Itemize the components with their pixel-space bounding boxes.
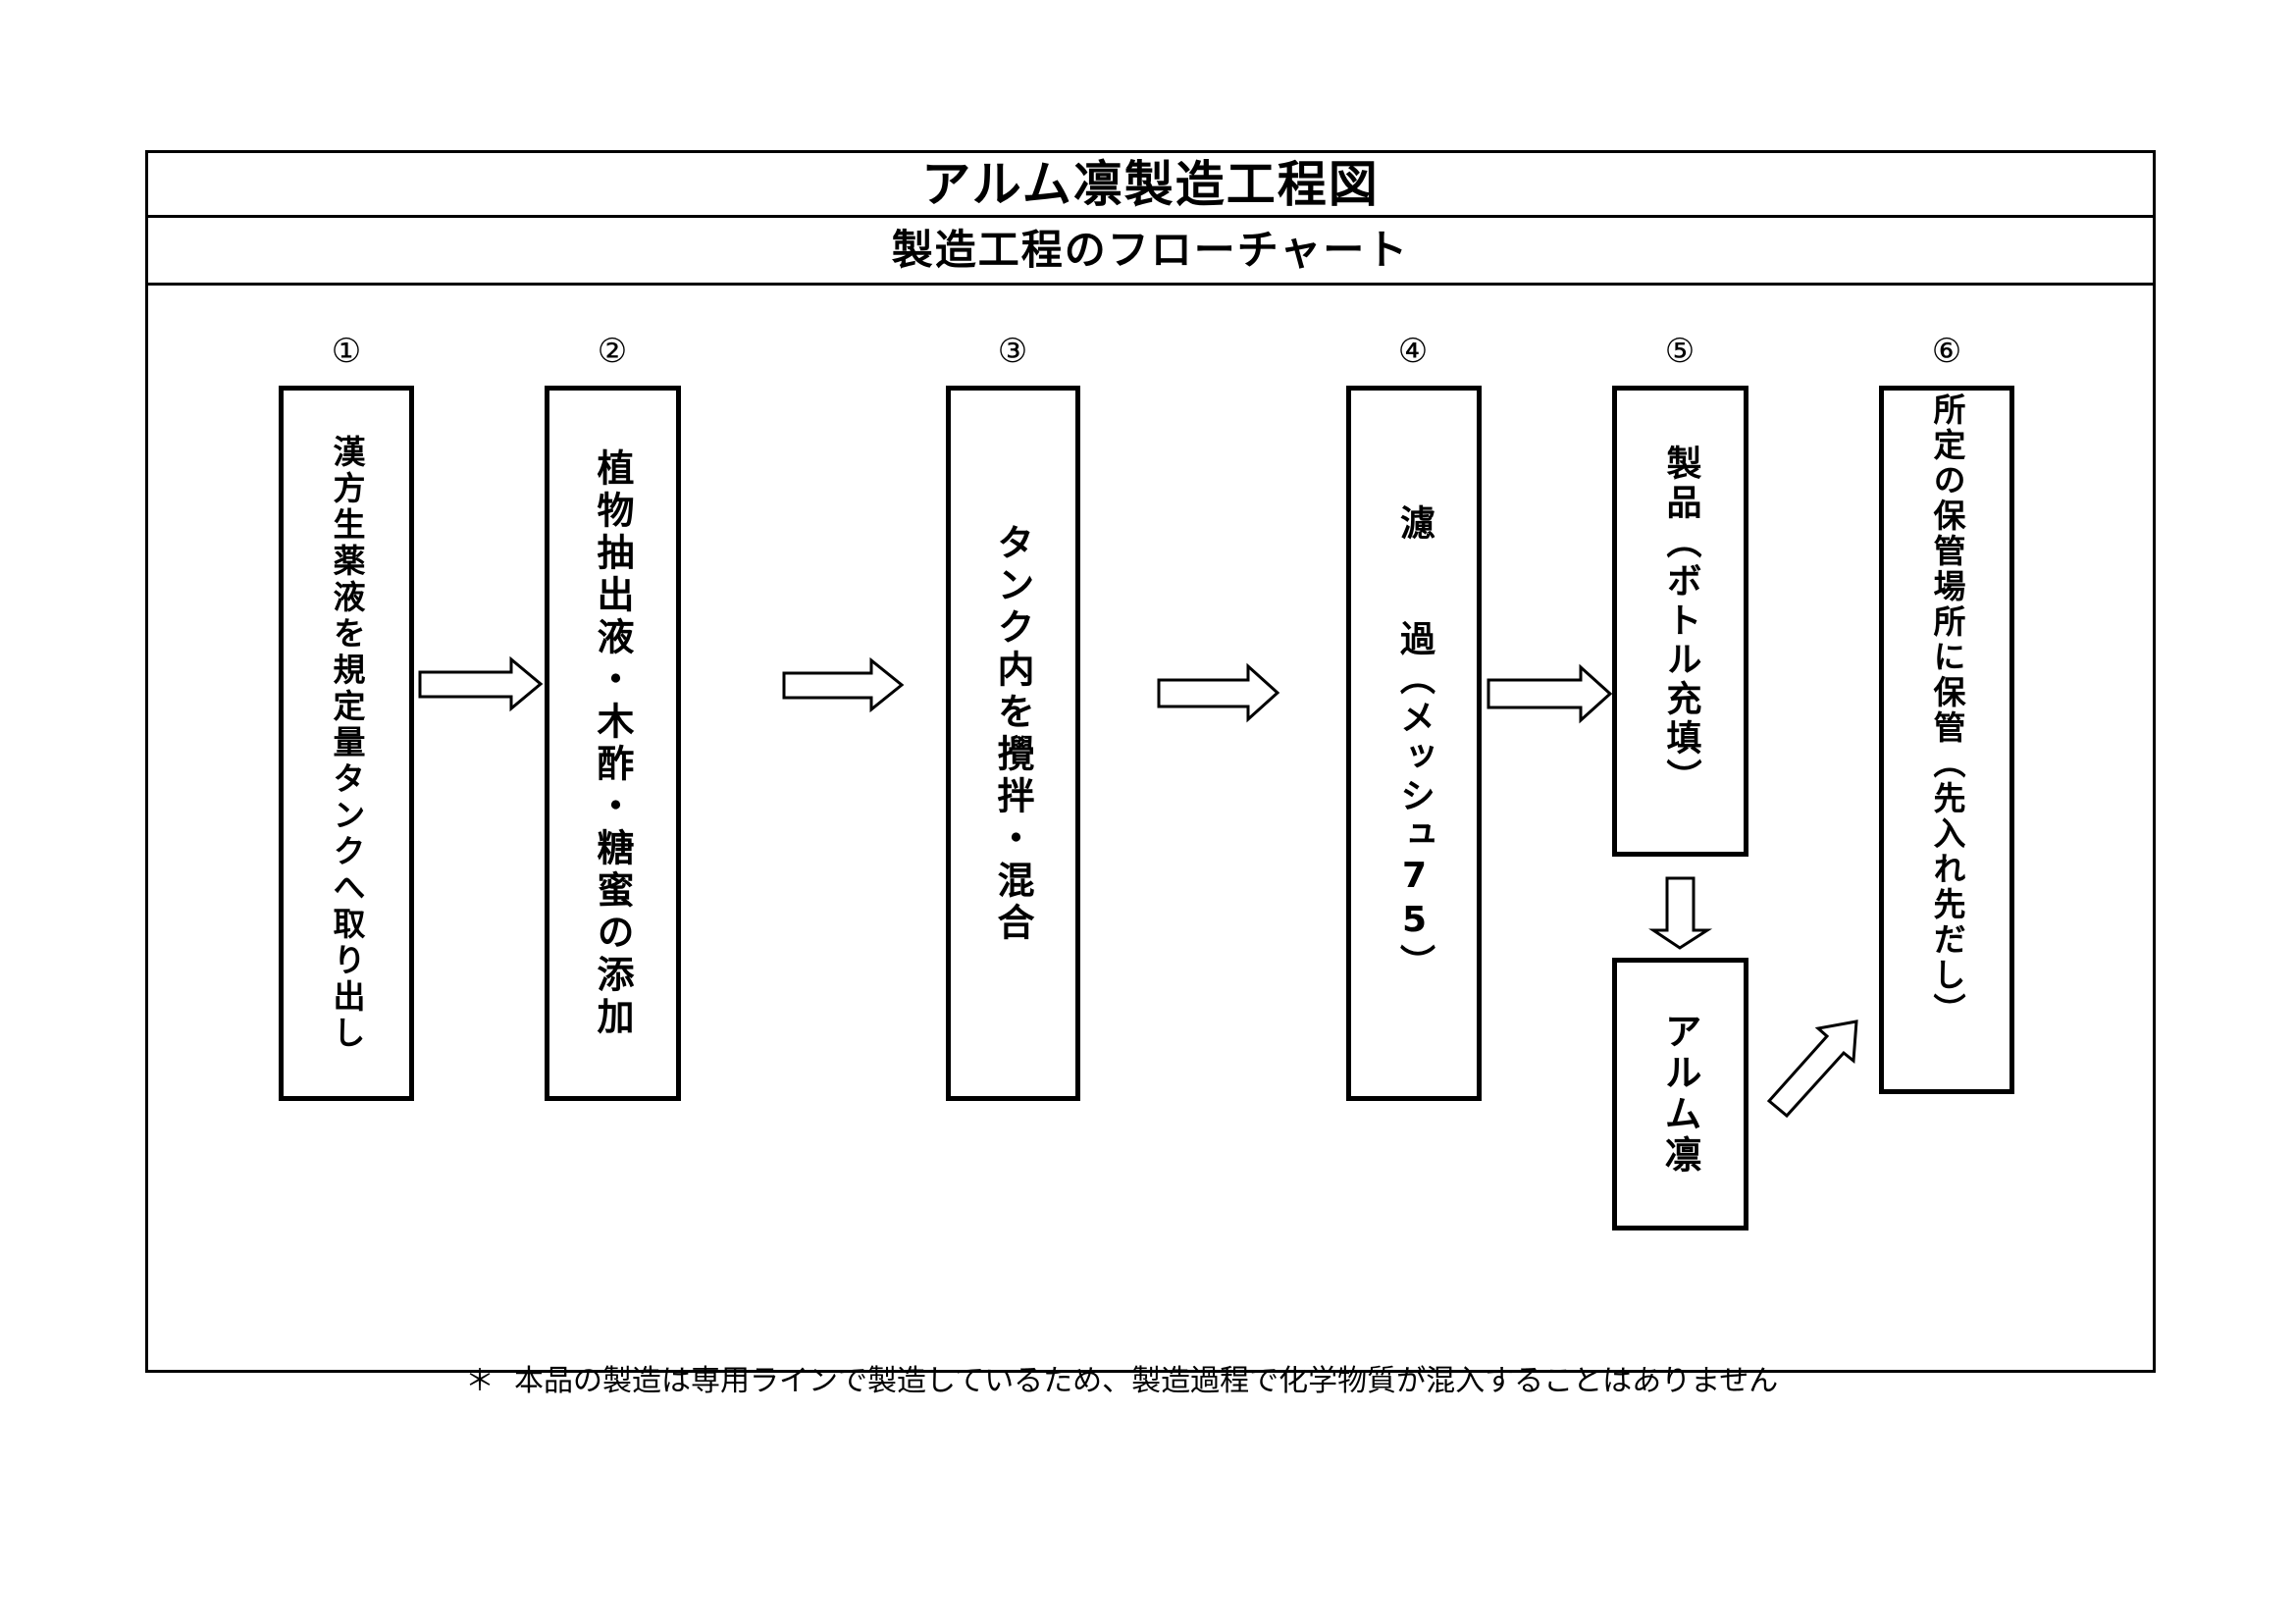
step-label-2: 植物抽出液・木酢・糖蜜の添加	[591, 447, 634, 1039]
step-box-3: タンク内を攪拌・混合	[946, 386, 1080, 1101]
title-divider	[145, 215, 2156, 218]
step-box-4: 濾 過 （メッシュ75）	[1346, 386, 1482, 1101]
step-number-1: ①	[331, 332, 362, 371]
step-number-6: ⑥	[1931, 332, 1962, 371]
step-label-1: 漢方生薬液を規定量タンクへ取り出し	[328, 435, 366, 1052]
document-subtitle: 製造工程のフローチャート	[891, 226, 1410, 274]
subtitle-divider	[145, 283, 2156, 286]
footnote-marker: ＊	[465, 1364, 495, 1398]
step-label-4-mid: 過	[1394, 619, 1435, 659]
footnote-text: 本品の製造は専用ラインで製造しているため、製造過程で化学物質が混入することはあり…	[514, 1364, 1779, 1398]
step-number-2: ②	[597, 332, 628, 371]
step-label-3: タンク内を攪拌・混合	[991, 522, 1034, 945]
step-box-6: 所定の保管場所に保管（先入れ先だし）	[1879, 386, 2014, 1094]
footnote: ＊ 本品の製造は専用ラインで製造しているため、製造過程で化学物質が混入することはあ…	[465, 1360, 1778, 1403]
step-box-2: 植物抽出液・木酢・糖蜜の添加	[545, 386, 681, 1101]
step-label-6: 所定の保管場所に保管（先入れ先だし）	[1928, 393, 1966, 1028]
product-box: アルム凛	[1612, 958, 1748, 1230]
diagram-frame	[145, 150, 2156, 1373]
step-box-5: 製品（ボトル充填）	[1612, 386, 1748, 857]
step-box-1: 漢方生薬液を規定量タンクへ取り出し	[279, 386, 414, 1101]
document-title: アルム凛製造工程図	[921, 156, 1380, 213]
product-label: アルム凛	[1658, 1012, 1701, 1177]
step-number-4: ④	[1397, 332, 1429, 371]
step-label-4-bottom: （メッシュ75）	[1394, 658, 1435, 983]
step-label-4: 濾 過 （メッシュ75）	[1388, 391, 1439, 1096]
step-label-4-top: 濾	[1394, 503, 1435, 544]
step-number-3: ③	[997, 332, 1028, 371]
step-label-5: 製品（ボトル充填）	[1660, 445, 1701, 798]
step-number-5: ⑤	[1664, 332, 1696, 371]
